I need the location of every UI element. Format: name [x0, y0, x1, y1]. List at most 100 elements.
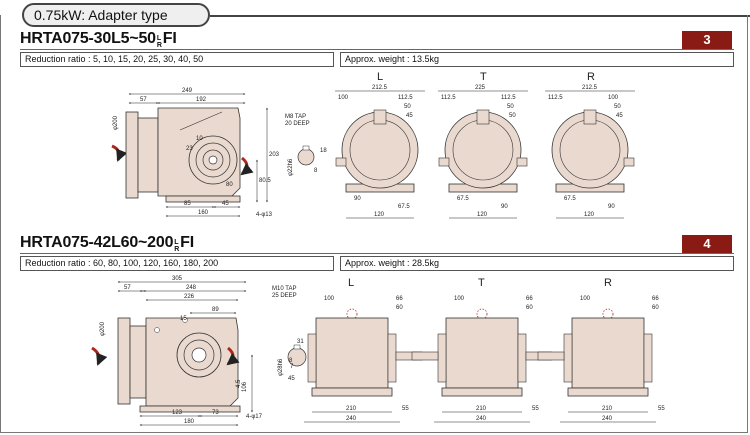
- flange-left: [307, 333, 317, 383]
- dim-bot-c: 120: [374, 212, 385, 218]
- flange-right: [643, 333, 653, 383]
- section2-approx-weight: Approx. weight : 28.5kg: [340, 256, 734, 271]
- section1-end-views: L 212.5 100 112.5 50 45 90 67.5 120 T 225 112.5 112.…: [335, 71, 635, 219]
- dim-bot-b: 240: [602, 416, 613, 422]
- dim-73: 73: [212, 410, 219, 416]
- dim-top-a: 212.5: [582, 85, 598, 91]
- dim-89: 89: [212, 307, 219, 313]
- shaft-dia: φ28h6: [278, 358, 284, 376]
- type-label: 0.75kW: Adapter type: [34, 7, 168, 23]
- rotation-arrow-icon: [91, 346, 108, 366]
- dim-top-c: 112.5: [398, 95, 413, 101]
- dim-top-c: 112.5: [501, 95, 516, 101]
- dim-bot-b: 90: [501, 204, 508, 210]
- dim-top-b: 66: [396, 296, 403, 302]
- flange-right: [387, 333, 397, 383]
- dim-bot-b: 90: [608, 204, 615, 210]
- dim-top-d: 50: [404, 104, 411, 110]
- dim-top-a: 225: [475, 85, 486, 91]
- dim-bot-c: 120: [584, 212, 595, 218]
- dim-7: 7: [290, 364, 294, 370]
- tap-label-2: 25 DEEP: [272, 293, 297, 299]
- view-label: T: [480, 71, 487, 83]
- shaft-dia: φ22h6: [288, 158, 294, 176]
- dim-bot-c: 55: [532, 406, 539, 412]
- dim-18: 18: [320, 148, 327, 154]
- dim-bot-a: 210: [346, 406, 357, 412]
- tap-label-2: 20 DEEP: [285, 121, 310, 127]
- end-view-l: L 212.5 100 112.5 50 45 90 67.5 120: [335, 71, 425, 219]
- dim-bot-b: 67.5: [398, 204, 410, 210]
- dim-top-a: 212.5: [372, 85, 388, 91]
- shaft-left: [335, 157, 347, 167]
- dim-top-b: 66: [652, 296, 659, 302]
- foot: [567, 387, 649, 397]
- section2-title-rule: [20, 253, 734, 254]
- dim-bot-b: 240: [476, 416, 487, 422]
- dim-106: 106: [242, 381, 248, 392]
- section2-page-badge: 4: [682, 235, 732, 253]
- shaft-rotation-arrow-icon: [226, 346, 240, 366]
- section2-title-main: HRTA075-42L60~200: [20, 234, 174, 251]
- shaft-right: [516, 157, 528, 167]
- dim-226: 226: [184, 294, 195, 300]
- dim-top-e: 45: [406, 113, 413, 119]
- motor-body: [315, 317, 389, 389]
- mount-hole: 4-φ13: [256, 212, 273, 218]
- view-label: L: [348, 277, 354, 289]
- dim-top-b: 66: [526, 296, 533, 302]
- dim-8: 8: [289, 358, 293, 364]
- frac-top: L: [156, 35, 161, 42]
- flange-left: [563, 333, 573, 383]
- dim-85: 85: [184, 201, 191, 207]
- section1-title-main: HRTA075-30L5~50: [20, 30, 156, 47]
- mount-hole: 4-φ17: [246, 414, 263, 420]
- dim-top-c: 100: [608, 95, 619, 101]
- dim-bot-c: 55: [402, 406, 409, 412]
- dim-80: 80: [226, 182, 233, 188]
- dim-57: 57: [124, 285, 131, 291]
- section1-reduction-ratio: Reduction ratio : 5, 10, 15, 20, 25, 30,…: [20, 52, 334, 67]
- dim-top-c: 60: [652, 305, 659, 311]
- shaft-left: [411, 351, 439, 361]
- dim-top-b: 100: [338, 95, 349, 101]
- tap-label-1: M10 TAP: [272, 286, 296, 292]
- page-frame: [0, 15, 748, 433]
- foot: [311, 387, 393, 397]
- dim-bot-a: 90: [354, 196, 361, 202]
- dim-15: 15: [180, 316, 187, 322]
- frac-top: L: [174, 239, 179, 246]
- dim-top-b: 112.5: [441, 95, 456, 101]
- flange-dia: φ200: [100, 321, 106, 336]
- section1-title-suffix: FI: [162, 30, 177, 47]
- dim-80-5: 80.5: [259, 178, 271, 184]
- dim-top-a: 100: [324, 296, 335, 302]
- section1-title-rule: [20, 49, 734, 50]
- shaft-rotation-arrow-icon: [240, 156, 254, 176]
- dim-57: 57: [140, 97, 147, 103]
- dim-bot-a: 210: [602, 406, 613, 412]
- dim-bot-b: 240: [346, 416, 357, 422]
- dim-bot-a: 210: [476, 406, 487, 412]
- view-label: L: [377, 71, 383, 83]
- view-label: R: [604, 277, 612, 289]
- dim-bot-a: 67.5: [564, 196, 576, 202]
- dim-31: 31: [297, 339, 304, 345]
- dim-bot-a: 67.5: [457, 196, 469, 202]
- view-label: R: [587, 71, 595, 83]
- boss: [373, 109, 387, 125]
- dim-top-c: 60: [526, 305, 533, 311]
- section1-page-badge: 3: [682, 31, 732, 49]
- rotation-arrow-icon: [111, 144, 128, 162]
- dim-top-d: 50: [614, 104, 621, 110]
- dim-top-e: 45: [616, 113, 623, 119]
- dim-249: 249: [182, 88, 193, 94]
